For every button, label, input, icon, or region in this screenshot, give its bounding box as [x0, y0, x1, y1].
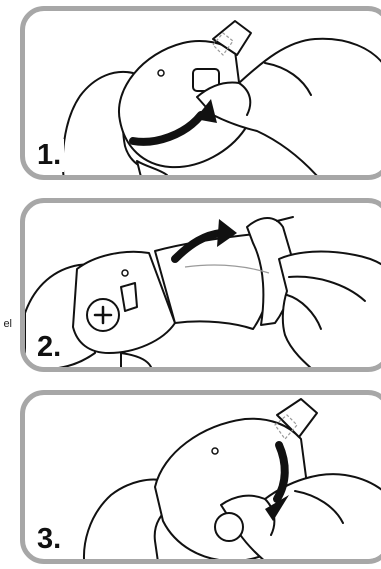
step-1-illustration	[25, 11, 381, 180]
step-number-2: 2.	[34, 331, 64, 364]
lower-finger	[121, 353, 151, 372]
right-hand	[279, 252, 381, 372]
step-2-illustration	[25, 203, 381, 372]
latch-clip	[121, 283, 137, 311]
step-1-panel: 1.	[20, 6, 381, 180]
step-3-illustration	[25, 395, 381, 564]
step-3-panel: 3.	[20, 390, 381, 564]
step-number-3: 3.	[34, 523, 64, 556]
cropped-side-text: el	[0, 318, 12, 330]
step-number-1: 1.	[34, 139, 64, 172]
step-2-panel: 2.	[20, 198, 381, 372]
device-button	[215, 513, 243, 541]
